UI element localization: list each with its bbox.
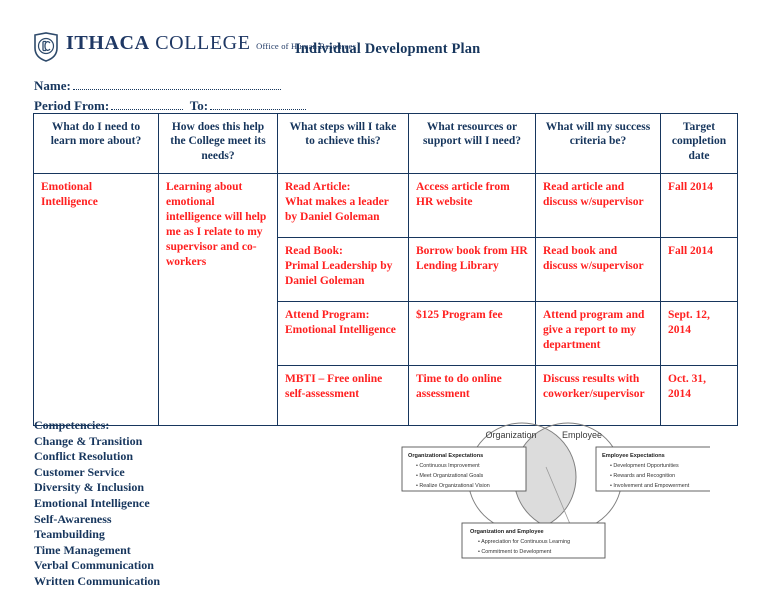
idp-table: What do I need to learn more about? How …	[33, 113, 738, 426]
venn-box-left-bullet: • Meet Organizational Goals	[416, 473, 484, 479]
cell-target[interactable]: Fall 2014	[660, 173, 738, 238]
table-row: Emotional Intelligence Learning about em…	[33, 173, 738, 426]
table-header-cell: What do I need to learn more about?	[33, 113, 159, 174]
competency-item: Time Management	[34, 542, 131, 557]
venn-box-right-bullet: • Development Opportunities	[610, 463, 679, 469]
period-to-label: To:	[189, 98, 209, 113]
table-header-cell: What resources or support will I need?	[408, 113, 536, 174]
cell-criteria[interactable]: Read article and discuss w/supervisor	[535, 173, 661, 238]
venn-box-center-bullet: • Appreciation for Continuous Learning	[478, 539, 570, 545]
cell-resources[interactable]: $125 Program fee	[408, 301, 536, 366]
cell-steps[interactable]: Read Book: Primal Leadership by Daniel G…	[277, 237, 409, 302]
venn-box-right-title: Employee Expectations	[602, 453, 665, 459]
table-header-cell: How does this help the College meet its …	[158, 113, 278, 174]
venn-box-center-bullet: • Commitment to Development	[478, 549, 552, 555]
cell-resources[interactable]: Access article from HR website	[408, 173, 536, 238]
page-title: Individual Development Plan	[295, 41, 481, 57]
name-field-line: Name:	[34, 78, 281, 94]
venn-box-employee-expectations: Employee Expectations • Development Oppo…	[595, 446, 710, 492]
venn-box-organization-and-employee: Organization and Employee • Appreciation…	[461, 522, 606, 559]
brand-subtitle: Office of Human Resources	[256, 41, 357, 51]
venn-label-organization: Organization	[485, 430, 536, 440]
competency-item: Change & Transition	[34, 433, 143, 448]
venn-box-right-bullet: • Involvement and Empowerment	[610, 483, 690, 489]
cell-college-needs[interactable]: Learning about emotional intelligence wi…	[158, 173, 278, 426]
competency-item: Self-Awareness	[34, 511, 112, 526]
cell-target[interactable]: Oct. 31, 2014	[660, 365, 738, 426]
table-header-cell: What steps will I take to achieve this?	[277, 113, 409, 174]
venn-box-organizational-expectations: Organizational Expectations • Continuous…	[401, 446, 527, 492]
venn-box-left-title: Organizational Expectations	[408, 453, 483, 459]
venn-box-right-bullet: • Rewards and Recognition	[610, 473, 675, 479]
name-input[interactable]	[72, 78, 281, 90]
table-header-cell: What will my success criteria be?	[535, 113, 661, 174]
brand-name-college: COLLEGE	[155, 32, 251, 54]
table-header-cell: Target completion date	[660, 113, 738, 174]
table-header-row: What do I need to learn more about? How …	[33, 113, 738, 174]
brand-name-ithaca: ITHACA	[66, 32, 150, 54]
table-row: Read Book: Primal Leadership by Daniel G…	[34, 237, 738, 302]
cell-target[interactable]: Sept. 12, 2014	[660, 301, 738, 366]
cell-criteria[interactable]: Read book and discuss w/supervisor	[535, 237, 661, 302]
cell-criteria[interactable]: Attend program and give a report to my d…	[535, 301, 661, 366]
cell-steps[interactable]: Attend Program: Emotional Intelligence	[277, 301, 409, 366]
competency-item: Emotional Intelligence	[34, 495, 150, 510]
period-field-line: Period From: To:	[34, 98, 307, 114]
cell-criteria[interactable]: Discuss results with coworker/supervisor	[535, 365, 661, 426]
competencies-list: Competencies: Change & Transition Confli…	[34, 418, 160, 590]
competency-item: Conflict Resolution	[34, 449, 133, 464]
ithaca-shield-icon	[34, 32, 58, 62]
competency-item: Written Communication	[34, 573, 161, 588]
cell-resources[interactable]: Time to do online assessment	[408, 365, 536, 426]
venn-overlap-region	[514, 423, 576, 531]
table-row: MBTI – Free online self-assessment Time …	[34, 365, 738, 426]
period-to-input[interactable]	[210, 98, 307, 110]
period-from-input[interactable]	[111, 98, 184, 110]
venn-box-left-bullet: • Continuous Improvement	[416, 463, 480, 469]
name-label: Name:	[34, 78, 71, 93]
cell-learn-about[interactable]: Emotional Intelligence	[33, 173, 159, 426]
cell-target[interactable]: Fall 2014	[660, 237, 738, 302]
cell-steps[interactable]: Read Article: What makes a leader by Dan…	[277, 173, 409, 238]
ithaca-college-logo: ITHACA COLLEGE Office of Human Resources	[33, 32, 356, 62]
document-header: ITHACA COLLEGE Office of Human Resources…	[33, 32, 735, 80]
venn-label-employee: Employee	[562, 430, 602, 440]
competency-item: Diversity & Inclusion	[34, 480, 145, 495]
competency-item: Verbal Communication	[34, 558, 154, 573]
cell-resources[interactable]: Borrow book from HR Lending Library	[408, 237, 536, 302]
venn-box-center-title: Organization and Employee	[470, 529, 544, 535]
venn-connector-line	[545, 466, 571, 525]
organization-employee-venn-diagram: Organization Employee Organizational Exp…	[401, 422, 710, 559]
competency-item: Customer Service	[34, 464, 125, 479]
venn-box-left-bullet: • Realize Organizational Vision	[416, 483, 490, 489]
period-from-label: Period From:	[34, 98, 110, 113]
competency-item: Teambuilding	[34, 527, 105, 542]
cell-steps[interactable]: MBTI – Free online self-assessment	[277, 365, 409, 426]
competencies-title: Competencies:	[34, 418, 110, 432]
